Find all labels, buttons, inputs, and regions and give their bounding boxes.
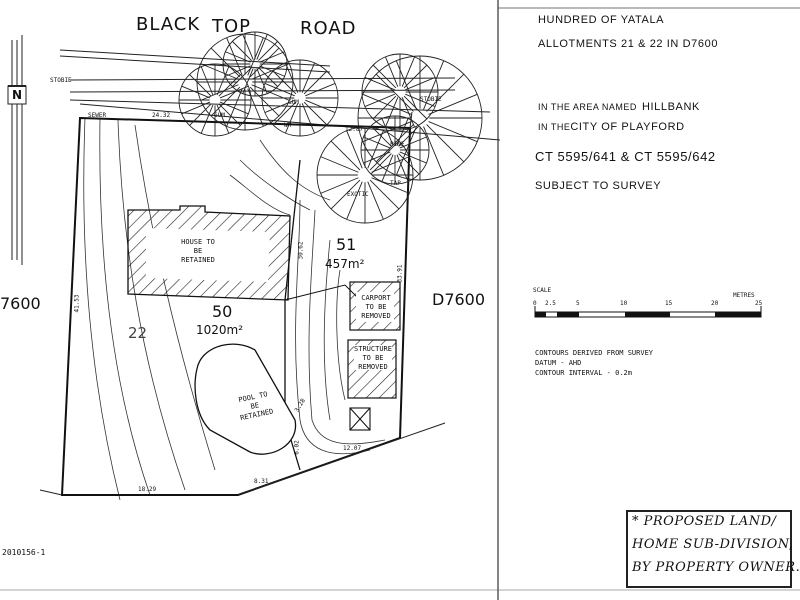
city-line: IN THECITY OF PLAYFORD [538, 115, 685, 134]
contour-note: DATUM - AHD [535, 359, 582, 367]
stobie-label: STOBIE [50, 77, 72, 84]
dimension-label: 41.53 [73, 294, 81, 313]
gum-label: GUM [214, 112, 225, 119]
scale-label: SCALE [533, 287, 552, 294]
stobie-label: STOBIE [420, 96, 442, 103]
right-plan-label: D7600 [432, 290, 486, 309]
road-label-top: TOP [212, 16, 252, 37]
contour-note: CONTOURS DERIVED FROM SURVEY [535, 349, 654, 357]
old-allotment-number: 22 [128, 324, 148, 342]
scale-bar [534, 306, 762, 318]
dimension-label: 12.87 [345, 126, 364, 133]
sewer-label: SEWER [88, 112, 107, 119]
scale-tick: 10 [620, 300, 628, 307]
road-label-black: BLACK [136, 14, 201, 35]
scale-unit: METRES [733, 292, 755, 299]
lot-51-area: 457m² [325, 257, 365, 271]
area-name: HILLBANK [641, 101, 700, 113]
scale-tick: 0 [533, 300, 537, 307]
area-prefix: IN THE AREA NAMED [538, 102, 637, 112]
city-name: CITY OF PLAYFORD [570, 121, 685, 133]
handwritten-note [626, 510, 792, 588]
dimension-label: 30.62 [297, 241, 305, 260]
pool-outline [194, 343, 297, 455]
dimension-label: 18.29 [138, 486, 157, 493]
hundred-text: HUNDRED OF YATALA [538, 14, 665, 26]
tap-label: TAP [390, 180, 401, 187]
area-line: IN THE AREA NAMED HILLBANK [538, 95, 700, 114]
gum-label: GUM [288, 99, 299, 106]
plan-number: 2010156-1 [2, 548, 46, 557]
dimension-label: 24.32 [152, 112, 171, 119]
note-line: BY PROPERTY OWNER. [632, 560, 800, 575]
lot-50-number: 50 [212, 302, 233, 321]
pine-label: PINE [390, 141, 405, 148]
north-arrow [7, 35, 27, 265]
scale-tick: 20 [711, 300, 719, 307]
note-line: HOME SUB-DIVISION, [632, 537, 794, 552]
water-meter-label: WM [284, 122, 292, 129]
note-line: * PROPOSED LAND/ [632, 514, 777, 529]
lot-51-number: 51 [336, 235, 357, 254]
left-plan-label: 7600 [0, 294, 41, 313]
dimension-label: 33.91 [396, 264, 404, 283]
scale-tick: 25 [755, 300, 763, 307]
exotic-label: EXOTIC [347, 191, 369, 198]
dimension-label: 12.07 [343, 445, 362, 452]
city-prefix: IN THE [538, 122, 571, 132]
scale-tick: 15 [665, 300, 673, 307]
lot-50-area: 1020m² [196, 323, 244, 337]
north-label: N [12, 88, 23, 102]
road-label-road: ROAD [300, 18, 357, 39]
certificate-titles: CT 5595/641 & CT 5595/642 [535, 149, 716, 164]
scale-tick: 5 [576, 300, 580, 307]
scale-tick: 2.5 [545, 300, 556, 307]
dimension-label: 6.02 [293, 440, 301, 455]
dimension-label: 8.31 [254, 478, 269, 485]
survey-note: SUBJECT TO SURVEY [535, 180, 662, 192]
allotments-text: ALLOTMENTS 21 & 22 IN D7600 [538, 38, 719, 50]
contour-note: CONTOUR INTERVAL - 0.2m [535, 369, 632, 377]
